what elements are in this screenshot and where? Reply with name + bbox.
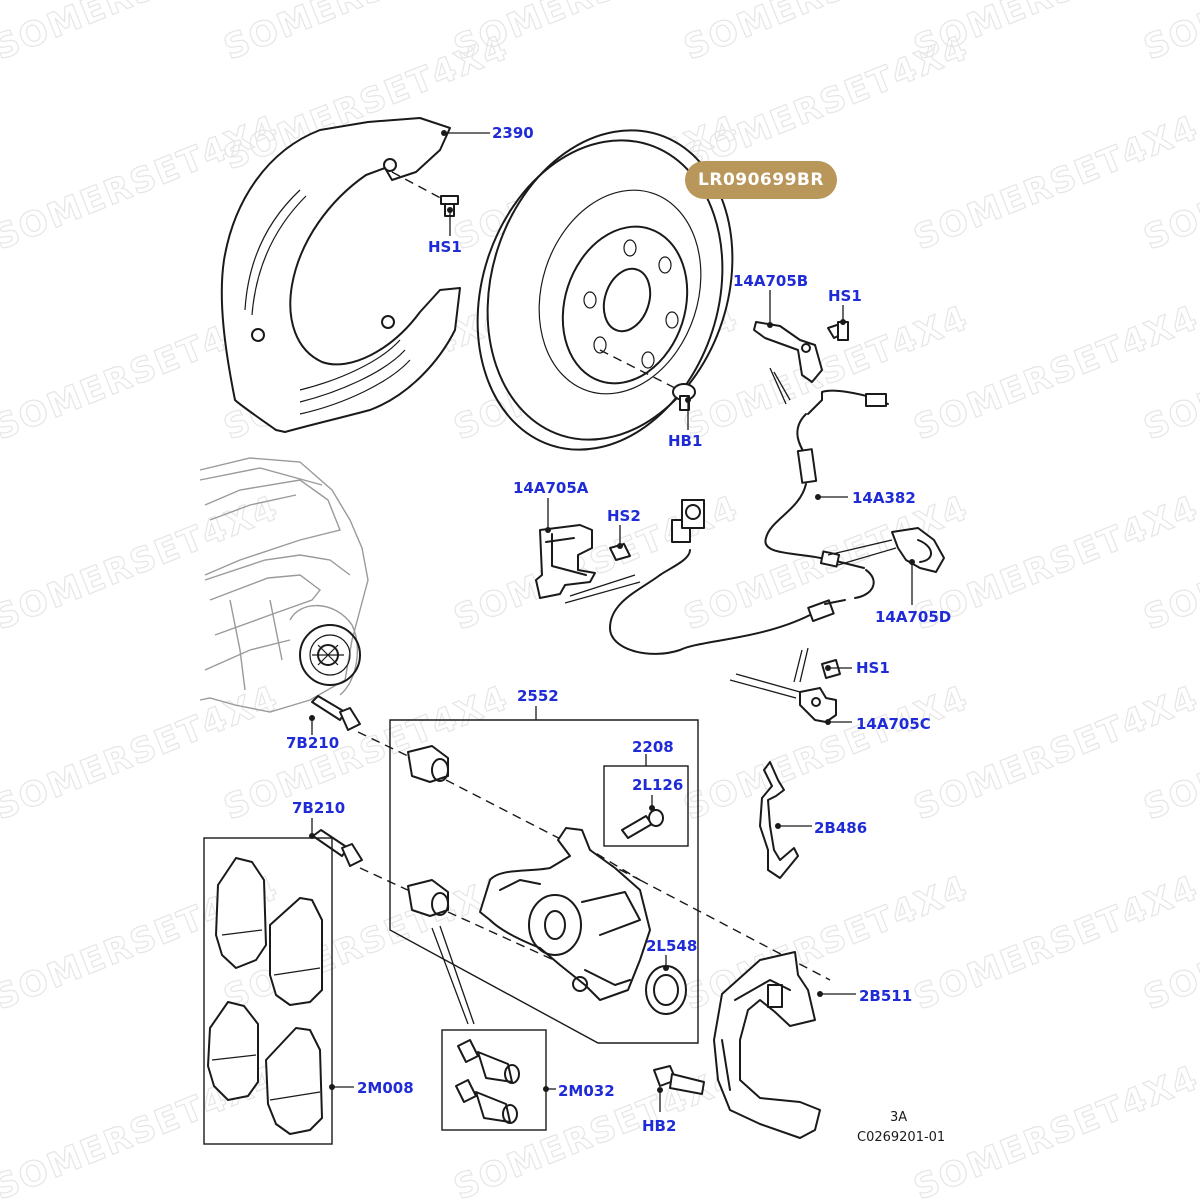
callout-carrier[interactable]: 2B511: [859, 987, 913, 1005]
spring-clip-2B486: [759, 761, 799, 879]
vehicle-wheel-icon: [299, 624, 361, 686]
guide-bush-upper: [407, 745, 449, 783]
carrier-bolt-HB2: [653, 1065, 705, 1095]
guide-bolt-upper: [311, 695, 361, 731]
brake-disc: [476, 129, 734, 451]
bracket-14A705D: [891, 527, 945, 573]
callout-spring-clip[interactable]: 2B486: [814, 819, 868, 837]
watermark-text: SOMERSET4X4: [0, 488, 284, 639]
guide-bolt-lower: [312, 829, 363, 867]
callout-piston-seal[interactable]: 2L548: [646, 937, 698, 955]
callout-2390[interactable]: 2390: [492, 124, 534, 142]
caliper-carrier-2B511: [713, 951, 821, 1139]
part-number-badge: LR090699BR: [685, 161, 837, 199]
sheet-reference: 3A: [890, 1110, 908, 1125]
callout-carrier-bolt[interactable]: HB2: [642, 1117, 677, 1135]
callout-bracket-c[interactable]: 14A705C: [856, 715, 931, 733]
abs-sensor-14A382: [609, 389, 889, 655]
guide-kit-box: [431, 925, 547, 1131]
bleed-screw-kit-box: [603, 765, 689, 847]
callout-bolt-upper[interactable]: 7B210: [286, 734, 340, 752]
callout-bracket-d[interactable]: 14A705D: [875, 608, 952, 626]
callout-bracket-b[interactable]: 14A705B: [733, 272, 809, 290]
watermark-text: SOMERSET4X4: [1138, 0, 1200, 68]
bracket-14A705A: [535, 524, 641, 604]
callout-caliper[interactable]: 2552: [517, 687, 559, 705]
callout-leaders: [309, 130, 915, 1112]
callout-bracket-a[interactable]: 14A705A: [513, 479, 589, 497]
watermark-text: SOMERSET4X4: [908, 1058, 1200, 1200]
bracket-14A705C: [729, 647, 841, 723]
dust-shield-2390: [220, 117, 461, 433]
callout-bleed-screw[interactable]: 2L126: [632, 776, 684, 794]
callout-bracket-b-screw[interactable]: HS1: [828, 287, 862, 305]
vehicle-outline: [199, 457, 369, 713]
callout-bleed-kit[interactable]: 2208: [632, 738, 674, 756]
callout-pads[interactable]: 2M008: [357, 1079, 414, 1097]
callout-guide-kit[interactable]: 2M032: [558, 1082, 615, 1100]
disc-screw-icon: [672, 383, 696, 411]
caliper-body: [479, 827, 651, 1001]
callout-bracket-c-screw[interactable]: HS1: [856, 659, 890, 677]
guide-bush-lower: [407, 879, 449, 917]
callout-bracket-a-screw[interactable]: HS2: [607, 507, 641, 525]
brake-pads-box: [203, 837, 333, 1145]
callout-bolt-lower[interactable]: 7B210: [292, 799, 346, 817]
callout-disc-screw[interactable]: HB1: [668, 432, 703, 450]
piston-seal-2L548: [645, 965, 687, 1015]
callout-shield-screw[interactable]: HS1: [428, 238, 462, 256]
bracket-14A705B: [753, 321, 849, 405]
illustration-code: C0269201-01: [857, 1130, 946, 1145]
callout-sensor[interactable]: 14A382: [852, 489, 916, 507]
